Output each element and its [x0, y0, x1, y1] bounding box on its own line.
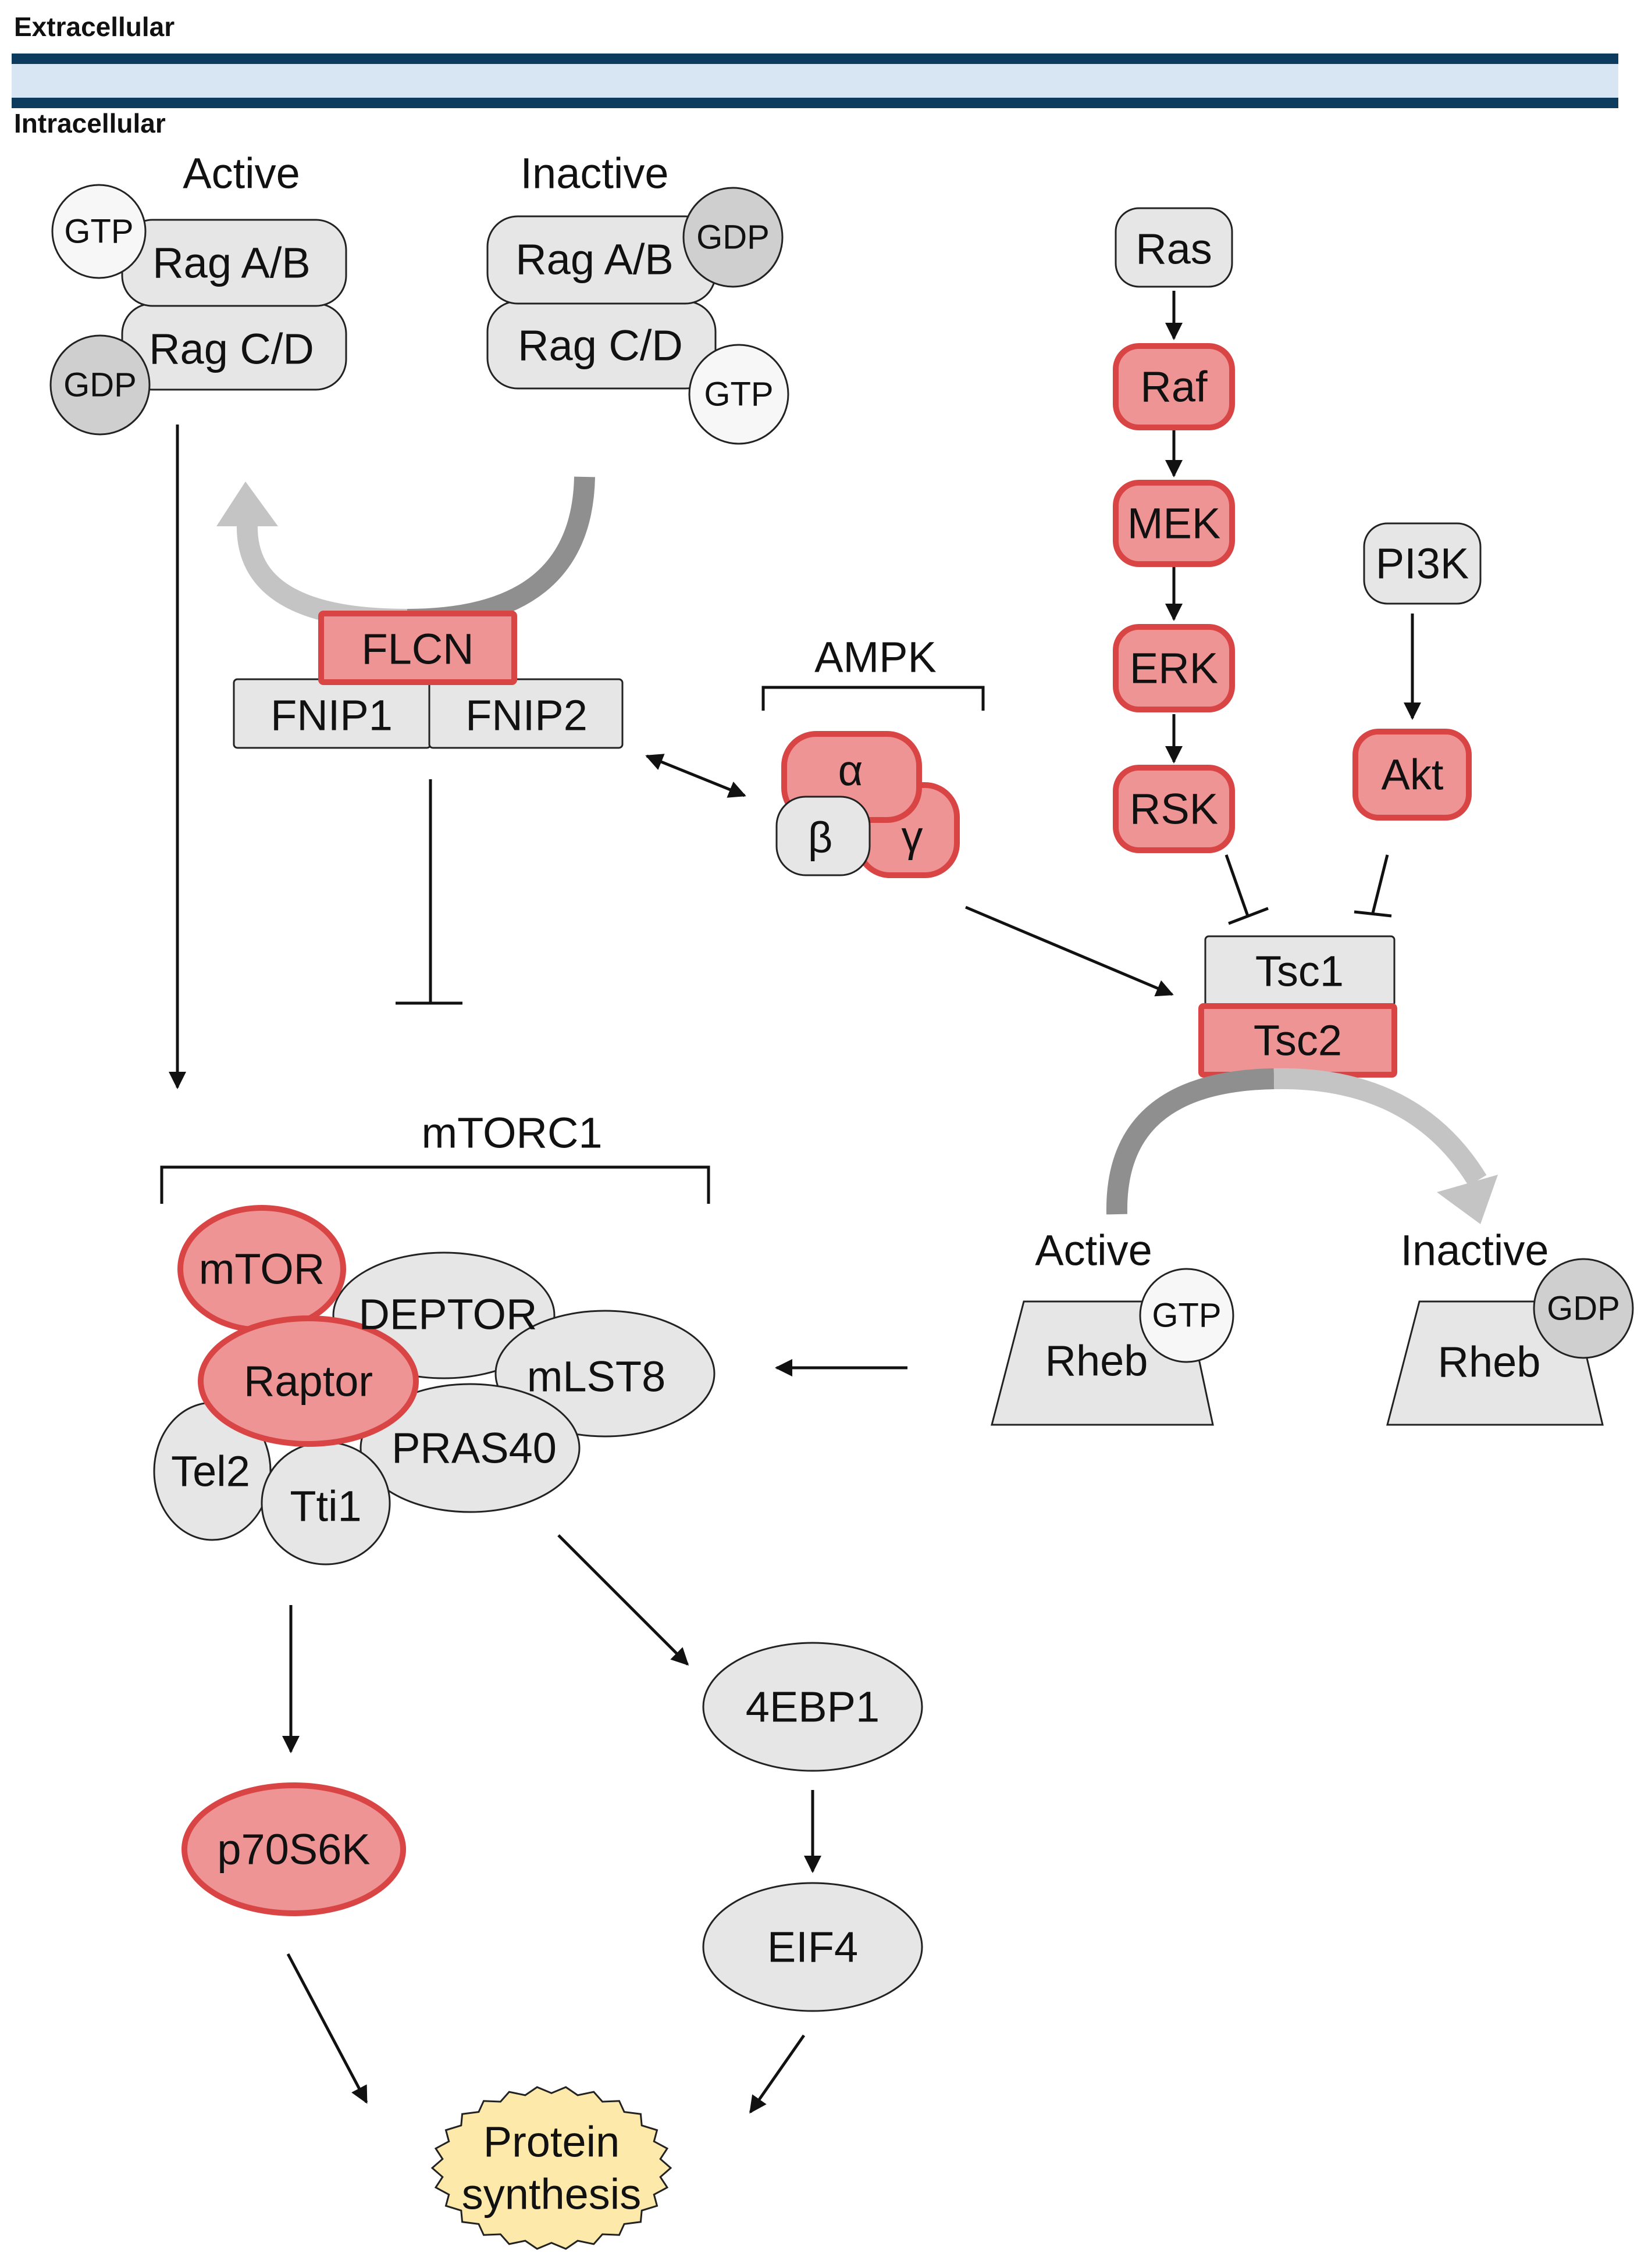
rag-inactive-title: Inactive	[520, 149, 668, 198]
mapk-cascade: Ras Raf MEK ERK RSK	[1113, 207, 1235, 853]
rag-active-complex: Rag A/B Rag C/D GTP GDP	[49, 184, 347, 436]
tel2-label: Tel2	[171, 1447, 250, 1496]
rsk-inhibits-tsc	[1224, 854, 1269, 925]
rag-active-title: Active	[183, 149, 300, 198]
raptor-node	[198, 1315, 419, 1447]
rsk-node	[1113, 765, 1235, 853]
rheb-inactive-title: Inactive	[1400, 1226, 1549, 1275]
erk-node	[1113, 624, 1235, 712]
flcn-complex: FNIP1 FNIP2 FLCN	[233, 611, 624, 749]
ampk-beta-label: β	[808, 814, 833, 862]
eif4-node	[702, 1882, 923, 2012]
rag-inactive-complex: Rag A/B Rag C/D GDP GTP	[486, 187, 789, 445]
gtp-label: GTP	[704, 376, 773, 413]
rheb-inactive-label: Rheb	[1438, 1338, 1541, 1386]
protein-synthesis-node: Protein synthesis	[430, 2086, 672, 2250]
gtp-label: GTP	[1152, 1297, 1221, 1335]
eif4-label: EIF4	[767, 1923, 858, 1971]
intracellular-label: Intracellular	[14, 108, 166, 138]
rheb-active-title: Active	[1035, 1226, 1152, 1275]
ampk-beta	[775, 796, 871, 876]
akt-inhibits-tsc	[1354, 854, 1392, 918]
fnip1-label: FNIP1	[270, 691, 393, 740]
protein-synthesis-burst	[430, 2086, 672, 2250]
raptor-label: Raptor	[244, 1357, 373, 1406]
deptor-label: DEPTOR	[358, 1290, 537, 1339]
akt-label: Akt	[1382, 751, 1444, 799]
rheb-active: Rheb GTP	[991, 1268, 1234, 1426]
tti1-label: Tti1	[290, 1482, 361, 1531]
ampk-complex: AMPK γ α β	[761, 633, 985, 878]
mtorc1-bracket	[160, 1165, 710, 1204]
rag-ab-active-label: Rag A/B	[152, 239, 311, 287]
pi3k-label: PI3K	[1376, 540, 1469, 588]
mlst8-label: mLST8	[527, 1353, 666, 1401]
gdp-label: GDP	[1547, 1290, 1620, 1328]
tsc2-label: Tsc2	[1254, 1017, 1342, 1065]
mtorc1-complex: mTOR DEPTOR Raptor mLST8 PRAS40 Tel2 Tti…	[153, 1205, 716, 1566]
rag-cd-inactive-label: Rag C/D	[518, 322, 683, 370]
p70s6k-node	[181, 1782, 406, 1916]
tsc-complex: Tsc1 Tsc2	[1198, 935, 1397, 1078]
gdp-label: GDP	[696, 219, 770, 256]
raf-label: Raf	[1140, 363, 1208, 411]
rag-conversion-arc	[216, 476, 595, 630]
eif4-to-protein-arrow	[749, 2034, 806, 2114]
gtp-bead	[51, 184, 147, 279]
p70s6k-to-protein-arrow	[286, 1953, 368, 2104]
gdp-bead	[49, 334, 151, 436]
mtorc1-title: mTORC1	[421, 1109, 602, 1157]
tsc1-label: Tsc1	[1255, 947, 1344, 996]
gdp-bead	[682, 187, 784, 288]
gdp-bead	[1533, 1258, 1634, 1359]
ampk-title: AMPK	[814, 633, 937, 682]
ras-label: Ras	[1135, 225, 1212, 273]
mek-label: MEK	[1127, 500, 1220, 548]
pi3k-akt: PI3K Akt	[1352, 522, 1482, 821]
rheb-active-label: Rheb	[1045, 1337, 1148, 1385]
extracellular-label: Extracellular	[14, 12, 175, 42]
gtp-bead	[1139, 1268, 1234, 1363]
rheb-conversion-arc	[1106, 1068, 1498, 1224]
fnip-ampk-arrow	[645, 754, 746, 798]
4ebp1-node	[702, 1642, 923, 1772]
mek-node	[1113, 480, 1235, 567]
rag-cd-active-label: Rag C/D	[149, 325, 314, 373]
akt-node	[1352, 729, 1472, 821]
flcn-inhibition	[396, 779, 462, 1005]
erk-label: ERK	[1130, 644, 1218, 693]
4ebp1-label: 4EBP1	[746, 1683, 880, 1731]
ampk-gamma-label: γ	[902, 812, 923, 861]
cell-membrane	[12, 54, 1618, 108]
fnip2-label: FNIP2	[465, 691, 588, 740]
ampk-alpha-label: α	[838, 747, 863, 795]
ras-node	[1115, 207, 1233, 288]
pi3k-node	[1363, 522, 1482, 605]
gtp-label: GTP	[64, 213, 133, 251]
flcn-box	[318, 611, 517, 685]
pras40-label: PRAS40	[391, 1424, 557, 1472]
mtor-label: mTOR	[199, 1245, 325, 1293]
protein-synthesis-line2: synthesis	[462, 2170, 641, 2219]
rsk-label: RSK	[1130, 785, 1218, 833]
pras40-node	[359, 1383, 581, 1513]
rheb-inactive: Rheb GDP	[1386, 1258, 1634, 1426]
raf-node	[1113, 343, 1235, 430]
flcn-label: FLCN	[361, 625, 474, 673]
protein-synthesis-line1: Protein	[483, 2118, 620, 2166]
mtorc1-to-4ebp1-arrow	[557, 1534, 689, 1666]
gtp-bead	[688, 344, 789, 445]
ampk-bracket	[761, 686, 985, 711]
rag-ab-inactive-label: Rag A/B	[515, 236, 674, 284]
ampk-to-tsc-arrow	[965, 905, 1174, 997]
gdp-label: GDP	[63, 366, 137, 404]
p70s6k-label: p70S6K	[217, 1825, 370, 1874]
fnip2-box	[428, 678, 624, 749]
